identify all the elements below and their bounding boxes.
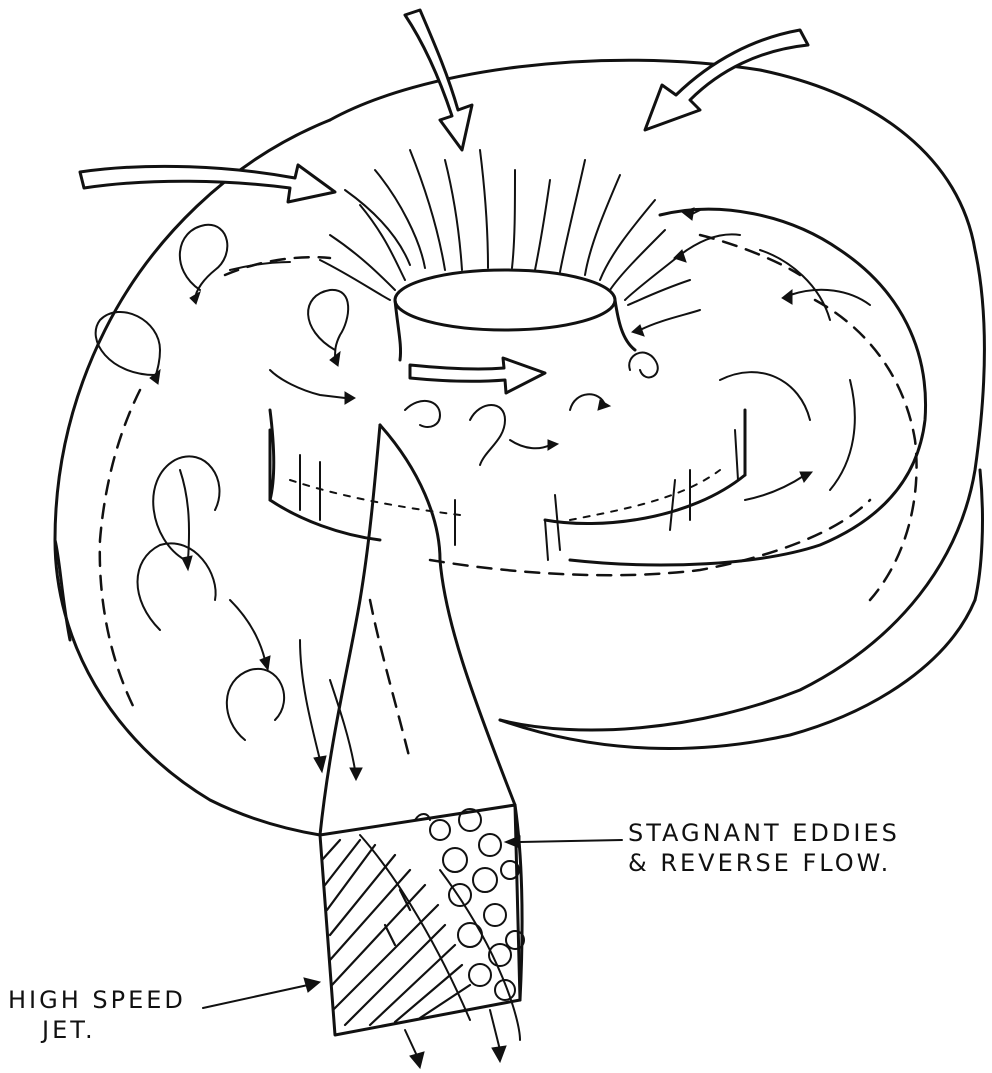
label-jet-line1: High Speed: [8, 985, 208, 1015]
impeller: [270, 270, 745, 560]
label-jet-line2: Jet.: [8, 1015, 208, 1045]
stagnant-eddies-label: Stagnant Eddies & Reverse Flow.: [628, 818, 968, 878]
stagnant-eddies: [385, 809, 524, 1040]
inflow-streamlines: [320, 150, 690, 305]
high-speed-jet-label: High Speed Jet.: [8, 985, 208, 1045]
inlet-arrows: [80, 10, 808, 202]
high-speed-hatch: [322, 835, 470, 1025]
label-eddies-line2: & Reverse Flow.: [628, 848, 968, 878]
swirl-eddies: [96, 208, 870, 780]
label-leaders: [203, 836, 622, 1008]
label-eddies-line1: Stagnant Eddies: [628, 818, 968, 848]
rotation-arrow: [410, 358, 545, 393]
